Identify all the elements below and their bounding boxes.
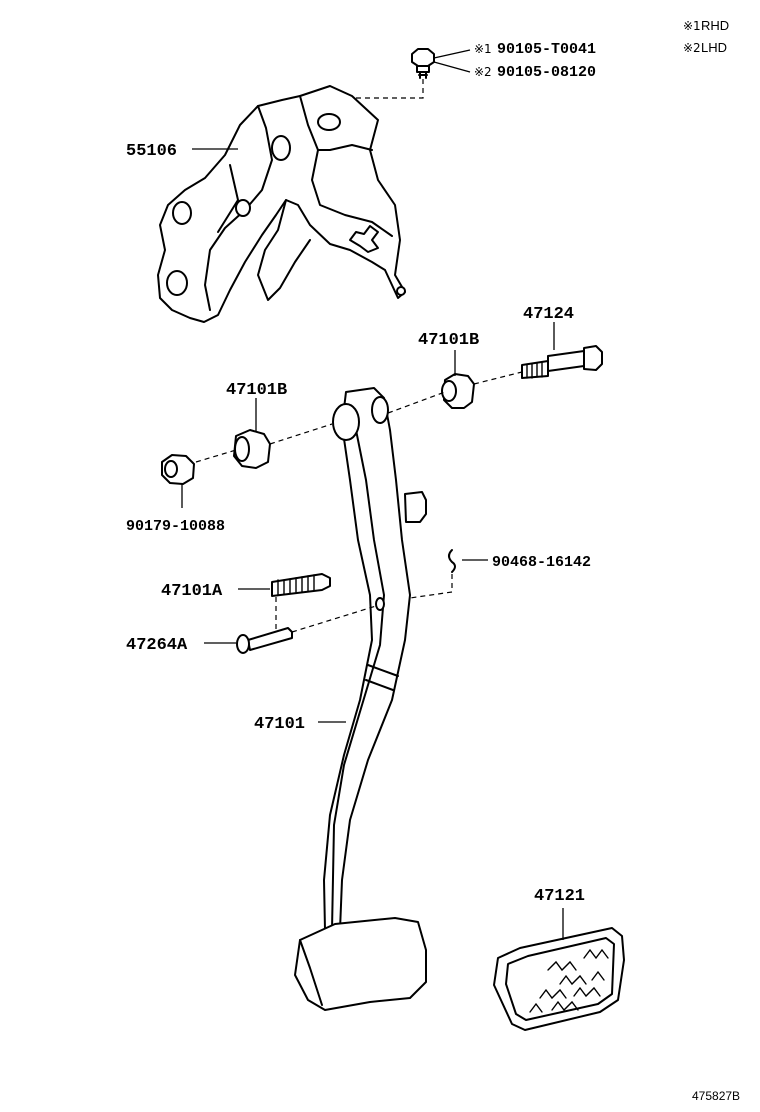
pedal-pad-drawing bbox=[493, 908, 625, 1031]
legend-mark-1: ※1 bbox=[683, 19, 701, 33]
pedal-arm-part-number: 47101 bbox=[254, 715, 305, 734]
clip-part-number: 90468-16142 bbox=[492, 554, 591, 571]
bushing-right-part-number: 47101B bbox=[418, 331, 479, 350]
pedal-bracket-drawing bbox=[157, 85, 406, 323]
legend-mark-2: ※2 bbox=[683, 41, 701, 55]
bolt-rhd-number: 90105-T0041 bbox=[497, 41, 596, 58]
top-bolt-labels: ※1 90105-T0041 ※2 90105-08120 bbox=[474, 41, 596, 81]
pivot-bolt-drawing bbox=[521, 322, 603, 379]
nut-part-number: 90179-10088 bbox=[126, 518, 225, 535]
pin-drawing bbox=[204, 597, 377, 654]
legend-text-lhd: LHD bbox=[701, 40, 727, 55]
spring-part-number: 47101A bbox=[161, 582, 223, 601]
pin-part-number: 47264A bbox=[126, 636, 188, 655]
bolt-lhd-mark: ※2 bbox=[474, 65, 492, 79]
bushing-left-part-number: 47101B bbox=[226, 381, 287, 400]
bracket-label-group: 55106 bbox=[126, 142, 238, 161]
bushing-left-drawing bbox=[233, 398, 271, 469]
spring-drawing bbox=[238, 573, 331, 597]
bolt-rhd-mark: ※1 bbox=[474, 42, 492, 56]
nut-drawing bbox=[161, 454, 195, 508]
pedal-pad-part-number: 47121 bbox=[534, 887, 585, 906]
bushing-right-drawing bbox=[441, 350, 475, 409]
bolt-lhd-number: 90105-08120 bbox=[497, 64, 596, 81]
diagram-code: 475827B bbox=[692, 1089, 740, 1103]
pivot-axis-line bbox=[195, 371, 523, 463]
top-bolt-drawing bbox=[345, 48, 471, 99]
clip-drawing bbox=[409, 549, 488, 599]
pedal-arm-drawing bbox=[294, 387, 427, 1011]
pivot-bolt-part-number: 47124 bbox=[523, 305, 574, 324]
legend: ※1 RHD ※2 LHD bbox=[683, 18, 729, 55]
bracket-part-number: 55106 bbox=[126, 142, 177, 161]
legend-text-rhd: RHD bbox=[701, 18, 729, 33]
